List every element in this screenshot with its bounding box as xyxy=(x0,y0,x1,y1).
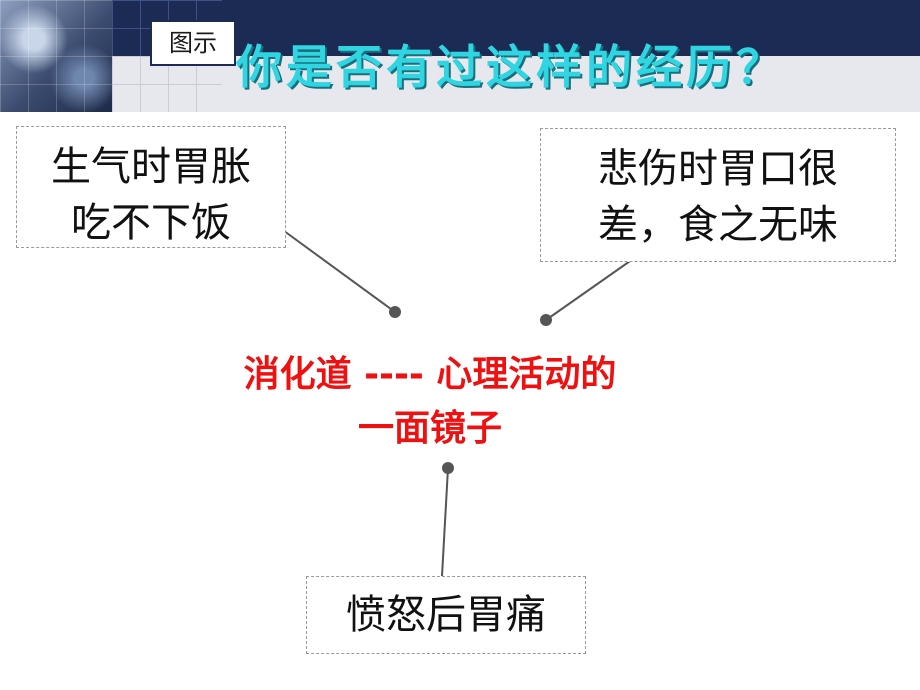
emotion-box-anger-pain: 愤怒后胃痛 xyxy=(306,576,586,654)
connector-bottom xyxy=(441,467,449,577)
header-photo xyxy=(0,0,112,112)
emotion-box-sadness-appetite: 悲伤时胃口很 差，食之无味 xyxy=(540,128,896,262)
connector-dot-bottom xyxy=(442,462,454,474)
slide-title: 你是否有过这样的经历？ xyxy=(236,40,786,94)
connector-left xyxy=(279,227,396,313)
central-concept-line-2: 一面镜子 xyxy=(357,408,502,449)
figure-tag: 图示 xyxy=(150,20,236,66)
central-concept-line-1: 消化道 ---- 心理活动的 xyxy=(243,354,617,395)
box-left-line-2: 吃不下饭 xyxy=(71,200,231,246)
connector-dot-left xyxy=(389,306,401,318)
central-concept: 消化道 ---- 心理活动的 一面镜子 xyxy=(160,348,700,456)
box-right-line-1: 悲伤时胃口很 xyxy=(598,146,838,192)
box-right-line-2: 差，食之无味 xyxy=(598,202,838,248)
connector-dot-right xyxy=(540,314,552,326)
slide-header: 图示 你是否有过这样的经历？ xyxy=(0,0,920,112)
emotion-box-anger-bloating: 生气时胃胀 吃不下饭 xyxy=(16,126,286,248)
box-left-line-1: 生气时胃胀 xyxy=(51,144,251,190)
